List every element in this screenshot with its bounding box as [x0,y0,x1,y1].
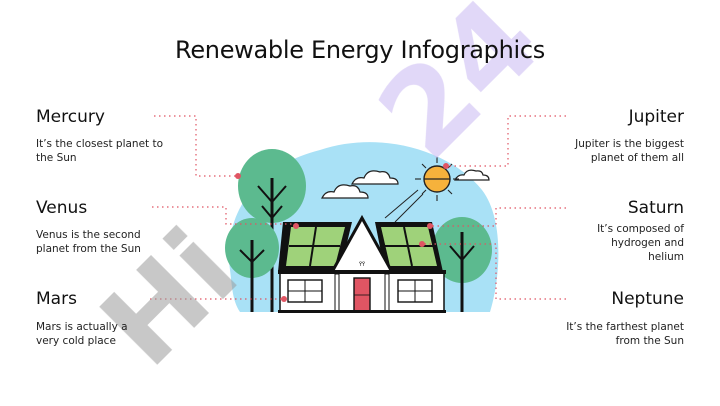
tree-icon [432,217,492,312]
item-text-neptune: It’s the farthest planet from the Sun [566,321,684,347]
item-heading-venus: Venus [36,198,88,218]
page-title: Renewable Energy Infographics [175,36,545,64]
item-heading-neptune: Neptune [611,289,684,309]
cloud-icon [321,169,490,199]
item-text-saturn: It’s composed of hydrogen and helium [597,223,684,263]
sun-icon [384,157,459,223]
house-icon: ŸŸ [278,214,446,313]
item-text-mercury: It’s the closest planet to the Sun [36,138,164,164]
item-heading-jupiter: Jupiter [628,107,684,127]
item-heading-mars: Mars [36,289,77,309]
connector-lines [150,115,566,300]
item-text-jupiter: Jupiter is the biggest planet of them al… [575,138,684,164]
connector-dots [235,163,449,302]
item-text-venus: Venus is the second planet from the Sun [36,229,141,255]
item-text-mars: Mars is actually a very cold place [36,321,128,347]
item-heading-mercury: Mercury [36,107,105,127]
svg-text:ŸŸ: ŸŸ [358,261,366,268]
item-heading-saturn: Saturn [627,198,684,218]
tree-icon [225,218,279,312]
